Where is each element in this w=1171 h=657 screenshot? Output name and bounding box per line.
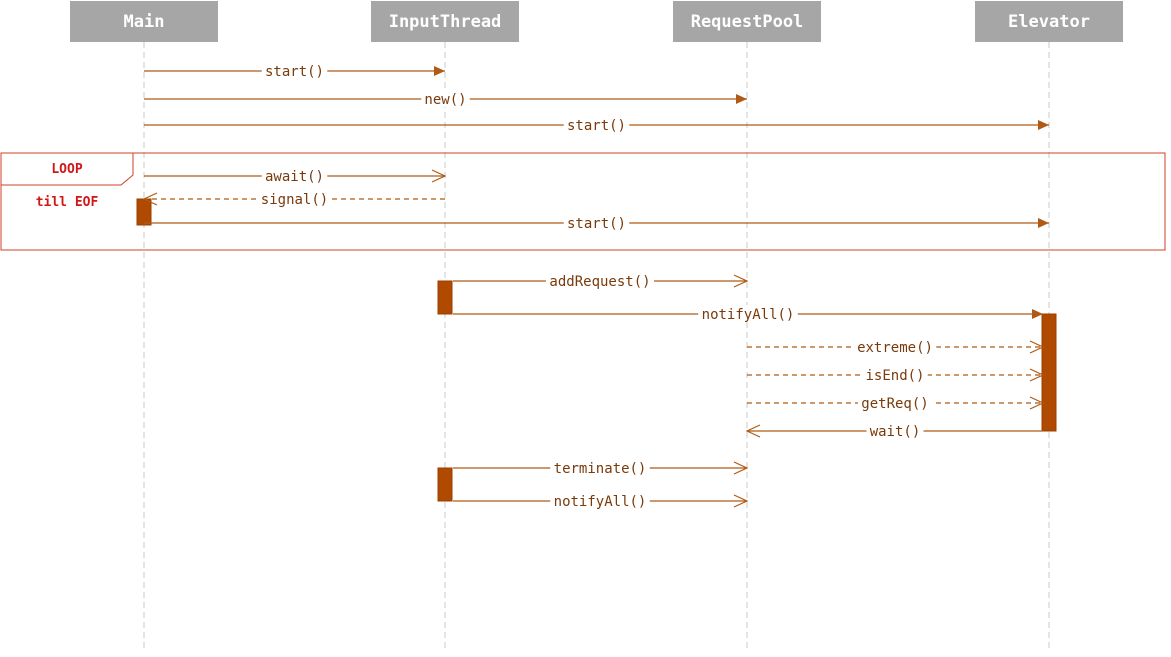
message-2: new()	[144, 90, 747, 108]
message-label: await()	[265, 169, 324, 185]
messages: start() new() start() await() signal() start(…	[142, 62, 1049, 510]
message-label-bg	[550, 459, 650, 476]
loop-label: LOOP	[51, 162, 82, 177]
message-label: wait()	[870, 424, 921, 440]
participant-input-box	[371, 1, 519, 42]
message-label-bg	[257, 190, 332, 207]
message-label-bg	[858, 394, 932, 411]
message-label: start()	[567, 118, 626, 134]
participant-pool-label: RequestPool	[691, 12, 804, 32]
arrowhead-filled	[1032, 309, 1043, 319]
message-7: addRequest()	[453, 272, 749, 290]
message-14: notifyAll()	[453, 492, 749, 510]
arrowhead-open	[733, 494, 749, 508]
message-label-bg	[853, 338, 937, 355]
participant-headers: Main InputThread RequestPool Elevator	[70, 1, 1123, 42]
message-label-bg	[862, 366, 928, 383]
message-12: wait()	[745, 422, 1043, 440]
message-label-bg	[866, 422, 924, 439]
message-label: addRequest()	[549, 274, 650, 290]
input-activation-1	[437, 280, 453, 315]
arrowhead-open	[431, 169, 447, 183]
message-label-bg	[563, 214, 630, 231]
message-label-bg	[421, 90, 470, 107]
message-label-bg	[698, 305, 798, 322]
message-6: start()	[144, 214, 1049, 232]
message-label-bg	[261, 62, 328, 79]
activation-bars	[136, 198, 1057, 502]
arrowhead-open	[1029, 340, 1045, 354]
loop-frame-border	[0, 152, 1166, 251]
message-8: notifyAll()	[453, 305, 1043, 323]
arrowhead-filled	[1038, 218, 1049, 228]
message-4: await()	[144, 167, 447, 185]
participant-input-label: InputThread	[389, 12, 502, 32]
message-1: start()	[144, 62, 445, 80]
participant-elev-box	[975, 1, 1123, 42]
message-label: isEnd()	[865, 368, 924, 384]
arrowhead-open	[1029, 396, 1045, 410]
participant-pool-box	[673, 1, 821, 42]
message-label: notifyAll()	[554, 494, 647, 510]
loop-frame: LOOP till EOF	[0, 152, 1166, 251]
arrowhead-filled	[434, 66, 445, 76]
message-13: terminate()	[453, 459, 749, 477]
elevator-activation	[1041, 313, 1057, 432]
message-label-bg	[550, 492, 650, 509]
participant-main-label: Main	[124, 12, 165, 32]
message-label-bg	[546, 272, 654, 289]
message-label: notifyAll()	[702, 307, 795, 323]
arrowhead-filled	[736, 94, 747, 104]
arrowhead-open	[733, 274, 749, 288]
message-label-bg	[261, 167, 328, 184]
message-label: getReq()	[861, 396, 928, 412]
message-9: extreme()	[747, 338, 1045, 356]
main-activation	[136, 198, 152, 226]
message-label: extreme()	[857, 340, 933, 356]
participant-main-box	[70, 1, 218, 42]
arrowhead-open	[733, 461, 749, 475]
message-label: new()	[424, 92, 466, 108]
message-11: getReq()	[747, 394, 1045, 412]
participant-elev-label: Elevator	[1008, 12, 1090, 32]
loop-condition: till EOF	[36, 195, 99, 210]
message-label: signal()	[261, 192, 328, 208]
input-activation-2	[437, 467, 453, 502]
loop-frame-tab	[0, 152, 134, 186]
message-3: start()	[144, 116, 1049, 134]
arrowhead-open	[1029, 368, 1045, 382]
message-label-bg	[563, 116, 630, 133]
arrowhead-open	[142, 192, 158, 206]
arrowhead-open	[745, 424, 761, 438]
message-label: start()	[567, 216, 626, 232]
message-label: start()	[265, 64, 324, 80]
arrowhead-filled	[1038, 120, 1049, 130]
message-10: isEnd()	[747, 366, 1045, 384]
message-5: signal()	[142, 190, 445, 208]
message-label: terminate()	[554, 461, 647, 477]
